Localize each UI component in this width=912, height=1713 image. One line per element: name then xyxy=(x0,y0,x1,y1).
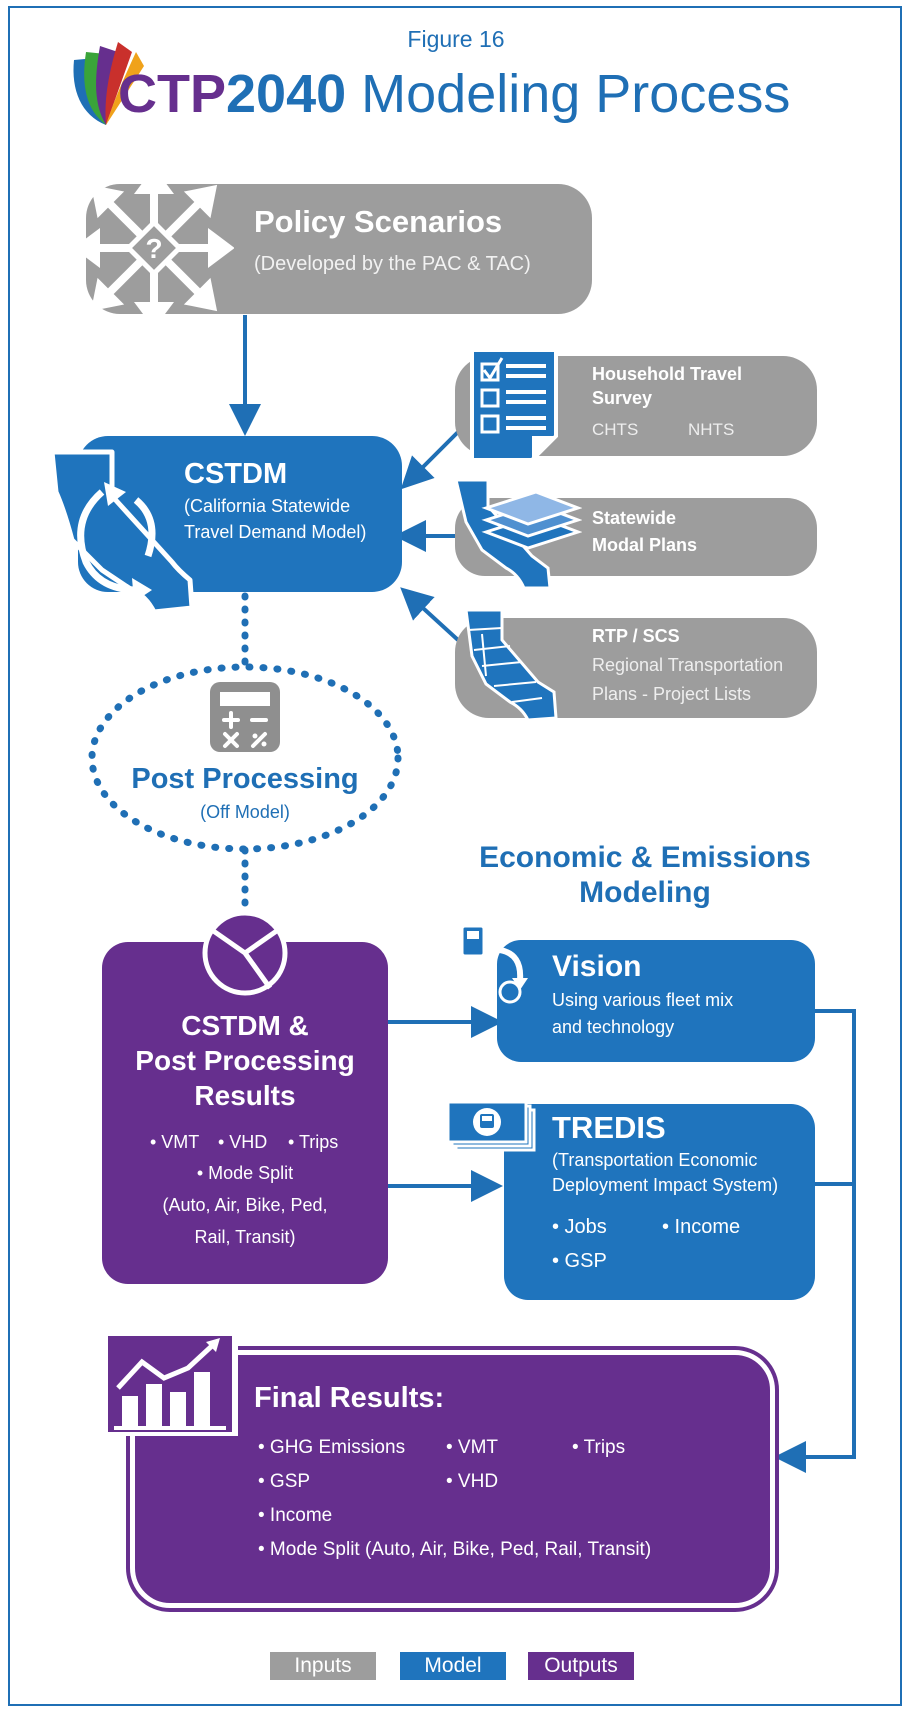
vision-box xyxy=(497,940,815,1062)
results-title3: Results xyxy=(194,1080,296,1111)
tredis-bullet-gsp: • GSP xyxy=(552,1250,607,1272)
policy-title: Policy Scenarios xyxy=(254,204,503,239)
fuel-cycle-icon xyxy=(460,924,528,1004)
rtp-line1: Regional Transportation xyxy=(592,655,784,675)
final-bullet-ghg: • GHG Emissions xyxy=(258,1437,406,1458)
vision-line1: Using various fleet mix xyxy=(552,990,734,1010)
cstdm-title: CSTDM xyxy=(184,458,288,490)
results-bullet-trips: • Trips xyxy=(288,1132,339,1152)
results-box xyxy=(102,942,388,1284)
legend-inputs: Inputs xyxy=(270,1652,376,1680)
survey-item-chts: CHTS xyxy=(592,420,639,439)
post-processing-ellipse xyxy=(88,663,402,853)
results-mode-detail1: (Auto, Air, Bike, Ped, xyxy=(162,1195,328,1215)
arrow-survey-to-cstdm xyxy=(400,430,460,490)
checklist-document-icon xyxy=(470,348,558,462)
figure-frame xyxy=(8,6,902,1706)
results-bullet-mode: • Mode Split xyxy=(196,1163,294,1183)
pie-chart-icon xyxy=(202,910,288,996)
results-title1: CSTDM & xyxy=(181,1010,309,1041)
tredis-line1: (Transportation Economic xyxy=(552,1150,758,1170)
rtp-line2: Plans - Project Lists xyxy=(592,684,752,704)
post-processing-title: Post Processing xyxy=(131,763,359,795)
results-mode-detail2: Rail, Transit) xyxy=(194,1227,296,1247)
arrow-rtp-to-cstdm xyxy=(400,587,460,642)
final-bullet-income: • Income xyxy=(258,1505,333,1526)
connector-models-to-final xyxy=(774,1009,856,1473)
title-ctp: CTP xyxy=(118,64,226,124)
modal-title1: Statewide xyxy=(592,508,677,528)
final-bullet-trips: • Trips xyxy=(572,1437,626,1458)
tredis-line2: Deployment Impact System) xyxy=(552,1175,779,1195)
survey-title2: Survey xyxy=(592,388,653,408)
final-bullet-vmt: • VMT xyxy=(446,1437,499,1458)
vision-line2: and technology xyxy=(552,1017,675,1037)
legend-outputs: Outputs xyxy=(528,1652,634,1680)
title-brand: CTP2040 Modeling Process xyxy=(118,62,790,126)
results-bullet-vmt: • VMT xyxy=(150,1132,200,1152)
california-layers-icon xyxy=(454,478,582,590)
bus-money-icon xyxy=(446,1100,536,1152)
vision-title: Vision xyxy=(552,950,642,983)
cstdm-line2: Travel Demand Model) xyxy=(184,522,367,542)
cstdm-line1: (California Statewide xyxy=(184,496,351,516)
legend-model: Model xyxy=(400,1652,506,1680)
calculator-icon xyxy=(210,682,280,752)
survey-item-nhts: NHTS xyxy=(688,420,735,439)
final-bullet-mode: • Mode Split (Auto, Air, Bike, Ped, Rail… xyxy=(258,1539,652,1560)
bar-line-chart-icon xyxy=(102,1332,238,1436)
econ-heading-line1: Economic & Emissions xyxy=(479,841,811,874)
question-arrows-icon: ? xyxy=(74,168,234,328)
econ-heading-line2: Modeling xyxy=(579,876,711,909)
final-title: Final Results: xyxy=(254,1382,445,1414)
survey-title1: Household Travel xyxy=(592,364,743,384)
ctp-logo-icon xyxy=(73,42,144,125)
california-cycle-icon xyxy=(49,449,195,615)
tredis-title: TREDIS xyxy=(552,1110,666,1145)
results-bullet-vhd: • VHD xyxy=(218,1132,268,1152)
final-bullet-vhd: • VHD xyxy=(446,1471,499,1492)
svg-text:?: ? xyxy=(145,233,162,264)
title-2040: 2040 xyxy=(226,64,347,124)
figure-label: Figure 16 xyxy=(407,26,505,52)
results-title2: Post Processing xyxy=(135,1045,355,1076)
tredis-bullet-jobs: • Jobs xyxy=(552,1216,607,1238)
final-bullet-gsp: • GSP xyxy=(258,1471,311,1492)
rtp-title: RTP / SCS xyxy=(592,626,680,646)
tredis-bullet-income: • Income xyxy=(662,1216,741,1238)
policy-subtitle: (Developed by the PAC & TAC) xyxy=(254,253,531,275)
modal-title2: Modal Plans xyxy=(592,535,698,555)
title-rest: Modeling Process xyxy=(346,64,791,124)
tredis-box xyxy=(504,1104,815,1300)
post-processing-subtitle: (Off Model) xyxy=(200,802,290,822)
california-regions-map-icon xyxy=(464,608,558,722)
